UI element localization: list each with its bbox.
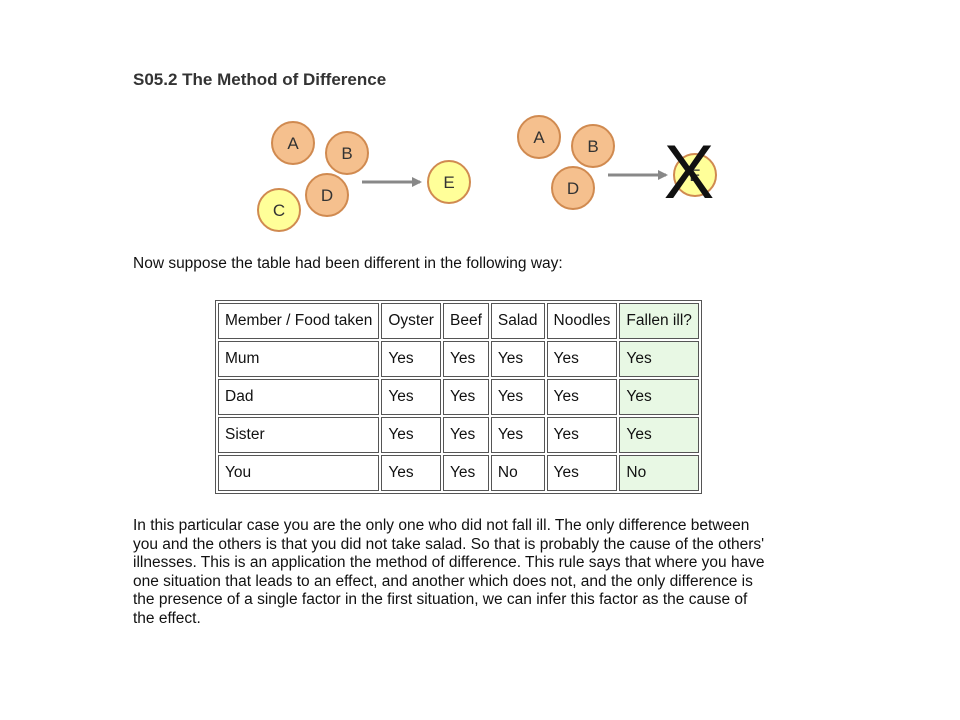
table-cell: Yes — [381, 455, 441, 491]
cause-circle-d: D — [305, 173, 349, 217]
table-header-row: Member / Food taken Oyster Beef Salad No… — [218, 303, 699, 339]
table-cell: Yes — [442, 341, 489, 377]
table-cell: Sister — [218, 417, 380, 453]
effect-circle-left: E — [427, 160, 471, 204]
table-row: Sister Yes Yes Yes Yes Yes — [218, 417, 699, 453]
table-cell: Yes — [442, 417, 489, 453]
cause-label-a-right: A — [533, 128, 545, 147]
header-noodles: Noodles — [546, 303, 618, 339]
conclusion-line: illnesses. This is an application the me… — [133, 554, 765, 571]
cause-label-d: D — [321, 186, 333, 205]
conclusion-line: In this particular case you are the only… — [133, 517, 750, 534]
cause-label-b-right: B — [587, 137, 598, 156]
table-cell: Yes — [546, 417, 618, 453]
table-row: You Yes Yes No Yes No — [218, 455, 699, 491]
cause-label-b: B — [341, 144, 352, 163]
left-cause-group: A B C D — [257, 121, 369, 232]
table-cell: Yes — [490, 379, 545, 415]
table-cell-ill: No — [619, 455, 699, 491]
table-cell: Yes — [490, 417, 545, 453]
cause-circle-a-right: A — [517, 115, 561, 159]
cause-label-a: A — [287, 134, 299, 153]
table-cell-ill: Yes — [619, 417, 699, 453]
cause-circle-a: A — [271, 121, 315, 165]
cross-mark: X — [664, 130, 715, 215]
table-row: Mum Yes Yes Yes Yes Yes — [218, 341, 699, 377]
table-row: Dad Yes Yes Yes Yes Yes — [218, 379, 699, 415]
header-beef: Beef — [442, 303, 489, 339]
table-cell: Yes — [442, 379, 489, 415]
page-title: S05.2 The Method of Difference — [133, 70, 387, 89]
table-cell: You — [218, 455, 380, 491]
table-cell: Yes — [381, 341, 441, 377]
cause-circle-d-right: D — [551, 166, 595, 210]
header-member: Member / Food taken — [218, 303, 380, 339]
table-cell: Yes — [490, 341, 545, 377]
table-cell: No — [490, 455, 545, 491]
conclusion-line: the effect. — [133, 609, 201, 627]
cause-circle-b: B — [325, 131, 369, 175]
cause-label-c: C — [273, 201, 285, 220]
table-cell: Yes — [546, 341, 618, 377]
conclusion-line: the presence of a single factor in the f… — [133, 591, 748, 608]
table-cell-ill: Yes — [619, 341, 699, 377]
table-cell: Yes — [442, 455, 489, 491]
table-cell: Yes — [381, 417, 441, 453]
cause-circle-c: C — [257, 188, 301, 232]
food-table: Member / Food taken Oyster Beef Salad No… — [215, 300, 702, 494]
cause-label-d-right: D — [567, 179, 579, 198]
intro-text: Now suppose the table had been different… — [133, 255, 563, 272]
cause-circle-b-right: B — [571, 124, 615, 168]
table-cell-ill: Yes — [619, 379, 699, 415]
right-cause-group: A B D — [517, 115, 615, 210]
table-cell: Yes — [381, 379, 441, 415]
table-cell: Yes — [546, 455, 618, 491]
conclusion-line: one situation that leads to an effect, a… — [133, 572, 753, 590]
header-oyster: Oyster — [381, 303, 441, 339]
header-fallen-ill: Fallen ill? — [619, 303, 699, 339]
table-cell: Yes — [546, 379, 618, 415]
effect-label-left: E — [443, 173, 454, 192]
method-of-difference-diagram: A B C D E A B D — [257, 115, 717, 232]
effect-circle-right: E — [673, 153, 717, 197]
effect-label-right: E — [689, 166, 700, 185]
table-cell: Dad — [218, 379, 380, 415]
header-salad: Salad — [490, 303, 545, 339]
table-cell: Mum — [218, 341, 380, 377]
conclusion-line: you and the others is that you did not t… — [133, 535, 765, 553]
conclusion-text: In this particular case you are the only… — [133, 517, 833, 628]
